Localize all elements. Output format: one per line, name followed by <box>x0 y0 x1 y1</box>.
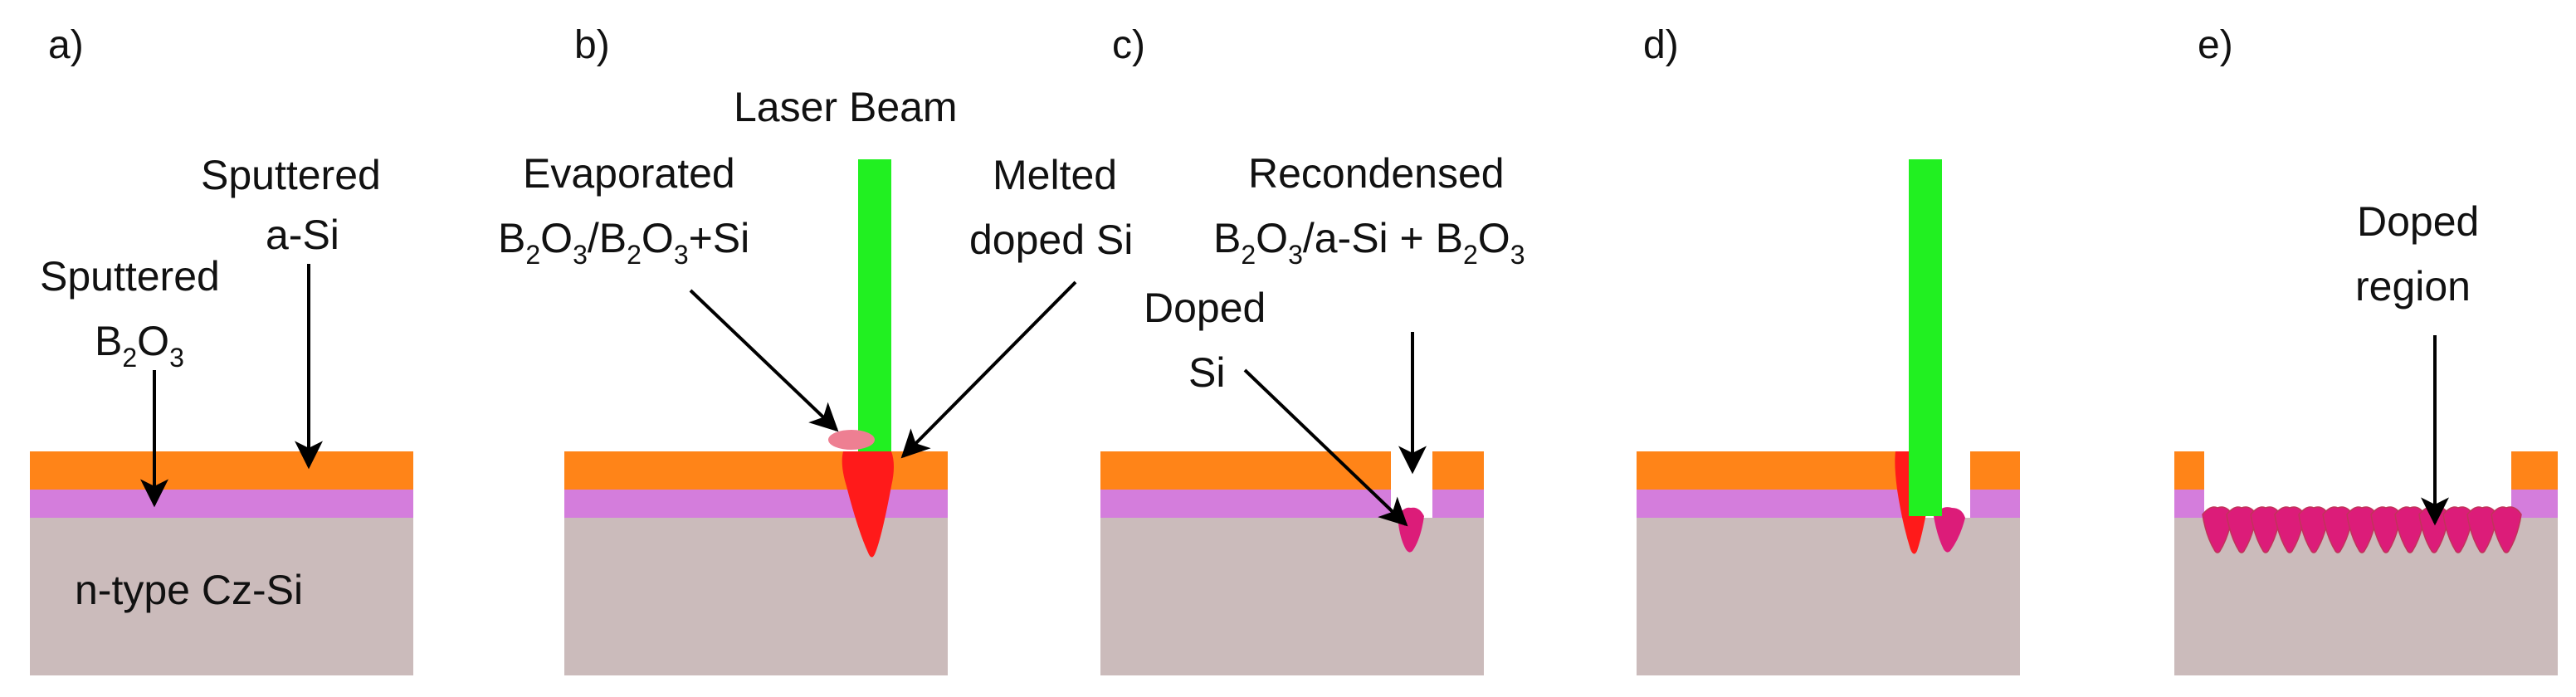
panel-a: a) Sputtered a-Si Sputtered B2O3 n-type … <box>30 23 413 675</box>
melt-pool-b <box>842 451 894 558</box>
doped-spot <box>2250 506 2281 553</box>
evaporated-plume <box>828 430 875 450</box>
b2o3-layer-d-right <box>1970 490 2020 518</box>
asi-layer-e-left <box>2174 451 2204 490</box>
b2o3-layer-c-right <box>1432 490 1484 518</box>
b2o3-layer-e-left <box>2174 490 2204 518</box>
panel-a-label: a) <box>48 23 84 67</box>
doped-si-spot-d <box>1934 507 1965 553</box>
label-sputtered-asi-line2: a-Si <box>266 212 339 258</box>
label-melted-line2: doped Si <box>969 217 1133 263</box>
label-sputtered-b2o3-line1: Sputtered <box>40 253 220 300</box>
arrow-to-evaporated <box>689 289 839 432</box>
asi-layer-d-right <box>1970 451 2020 490</box>
laser-beam-b <box>858 159 891 458</box>
label-melted-line1: Melted <box>993 152 1117 198</box>
panel-e: e) Doped region <box>2174 23 2558 675</box>
doped-spot <box>2370 506 2402 553</box>
label-substrate: n-type Cz-Si <box>75 567 303 613</box>
doped-spot <box>2226 506 2257 553</box>
label-doped-si-line1: Doped <box>1144 285 1266 331</box>
asi-layer-e-right <box>2511 451 2558 490</box>
label-sputtered-asi-line1: Sputtered <box>201 152 381 198</box>
label-recondensed-line1: Recondensed <box>1248 150 1505 197</box>
substrate-d <box>1637 518 2020 675</box>
panel-c-label: c) <box>1112 23 1145 67</box>
panel-e-label: e) <box>2198 23 2233 67</box>
substrate-b <box>564 518 948 675</box>
label-recondensed-line2: B2O3/a-Si + B2O3 <box>1213 215 1525 270</box>
asi-layer-c-right <box>1432 451 1484 490</box>
arrow-to-doped-si <box>1243 368 1408 527</box>
label-sputtered-b2o3-line2: B2O3 <box>95 318 184 373</box>
doped-spot <box>2491 506 2522 553</box>
asi-layer-d-left <box>1637 451 1904 490</box>
doped-spot <box>2394 506 2426 553</box>
label-doped-region-line2: region <box>2355 263 2471 310</box>
substrate-a <box>30 518 413 675</box>
doped-spot <box>2274 506 2305 553</box>
label-doped-region-line1: Doped <box>2357 198 2479 245</box>
doped-spot <box>2202 506 2233 553</box>
panel-b-label: b) <box>574 23 610 67</box>
asi-layer-a <box>30 451 413 490</box>
b2o3-layer-c-left <box>1100 490 1391 518</box>
label-doped-si-line2: Si <box>1188 349 1225 396</box>
doped-spot <box>2442 506 2474 553</box>
doped-spot <box>2322 506 2354 553</box>
panel-d-label: d) <box>1643 23 1679 67</box>
panel-d: d) <box>1637 23 2020 675</box>
substrate-c <box>1100 518 1484 675</box>
b2o3-layer-a <box>30 490 413 518</box>
panel-c: c) Recondensed B2O3/a-Si + B2O3 Doped Si <box>1100 23 1525 675</box>
label-evaporated-line2: B2O3/B2O3+Si <box>498 215 749 270</box>
label-laser-beam: Laser Beam <box>734 84 958 130</box>
asi-layer-c-left <box>1100 451 1391 490</box>
label-evaporated-line1: Evaporated <box>523 150 735 197</box>
arrow-to-melted <box>900 280 1077 459</box>
b2o3-layer-d-left <box>1637 490 1904 518</box>
doped-region-spots <box>2202 506 2522 553</box>
laser-beam-d <box>1909 159 1942 516</box>
doped-spot <box>2346 506 2378 553</box>
doped-spot <box>2298 506 2330 553</box>
b2o3-layer-b <box>564 490 948 518</box>
doped-spot <box>2466 506 2498 553</box>
panel-b: b) Laser Beam Evaporated B2O3/B2O3+Si Me… <box>498 23 1133 675</box>
